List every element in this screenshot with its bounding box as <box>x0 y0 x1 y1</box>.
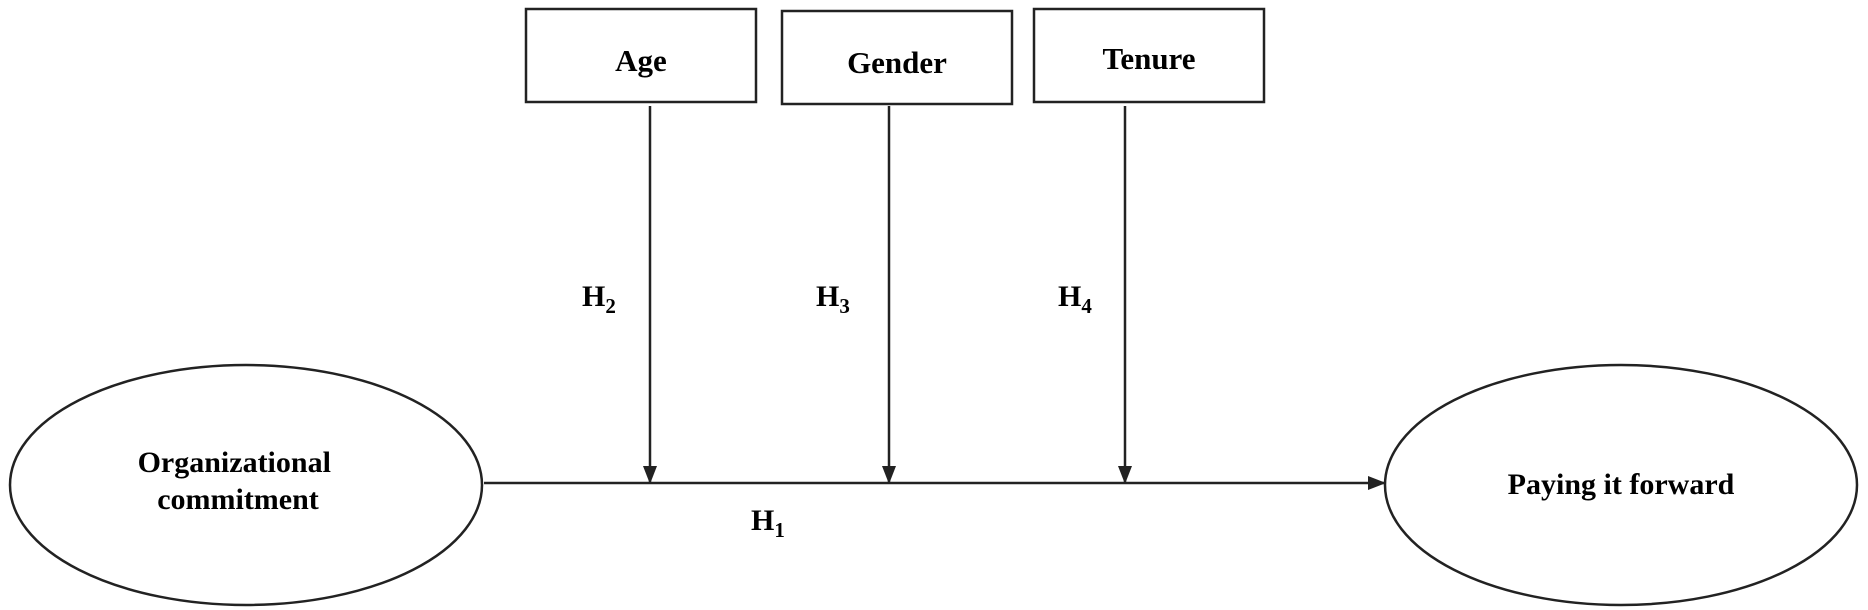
h2-subscript: 2 <box>605 294 616 318</box>
h3-letter: H <box>816 280 839 313</box>
organizational-commitment-line-1: Organizational <box>138 446 331 479</box>
organizational-commitment-ellipse <box>8 363 484 607</box>
paying-it-forward-node: Paying it forward <box>1383 363 1859 607</box>
age-label: Age <box>615 43 667 78</box>
paying-it-forward-label: Paying it forward <box>1508 468 1735 501</box>
h3-subscript: 3 <box>839 294 850 318</box>
gender-box <box>780 9 1014 106</box>
age-node: Age <box>524 7 758 104</box>
tenure-label: Tenure <box>1102 41 1195 76</box>
h3-label: H3 <box>816 280 850 318</box>
h1-label: H1 <box>751 504 785 542</box>
organizational-commitment-label: Organizational commitment <box>138 446 339 516</box>
h2-letter: H <box>582 280 605 313</box>
tenure-node: Tenure <box>1032 7 1266 104</box>
h1-subscript: 1 <box>774 518 785 542</box>
gender-label: Gender <box>847 45 947 80</box>
tenure-box <box>1032 7 1266 104</box>
h2-label: H2 <box>582 280 616 318</box>
h1-letter: H <box>751 504 774 537</box>
h4-letter: H <box>1058 280 1081 313</box>
h4-label: H4 <box>1058 280 1092 318</box>
h4-subscript: 4 <box>1081 294 1092 318</box>
organizational-commitment-node: Organizational commitment <box>8 363 484 607</box>
age-box <box>524 7 758 104</box>
organizational-commitment-line-2: commitment <box>157 483 319 516</box>
gender-node: Gender <box>780 9 1014 106</box>
